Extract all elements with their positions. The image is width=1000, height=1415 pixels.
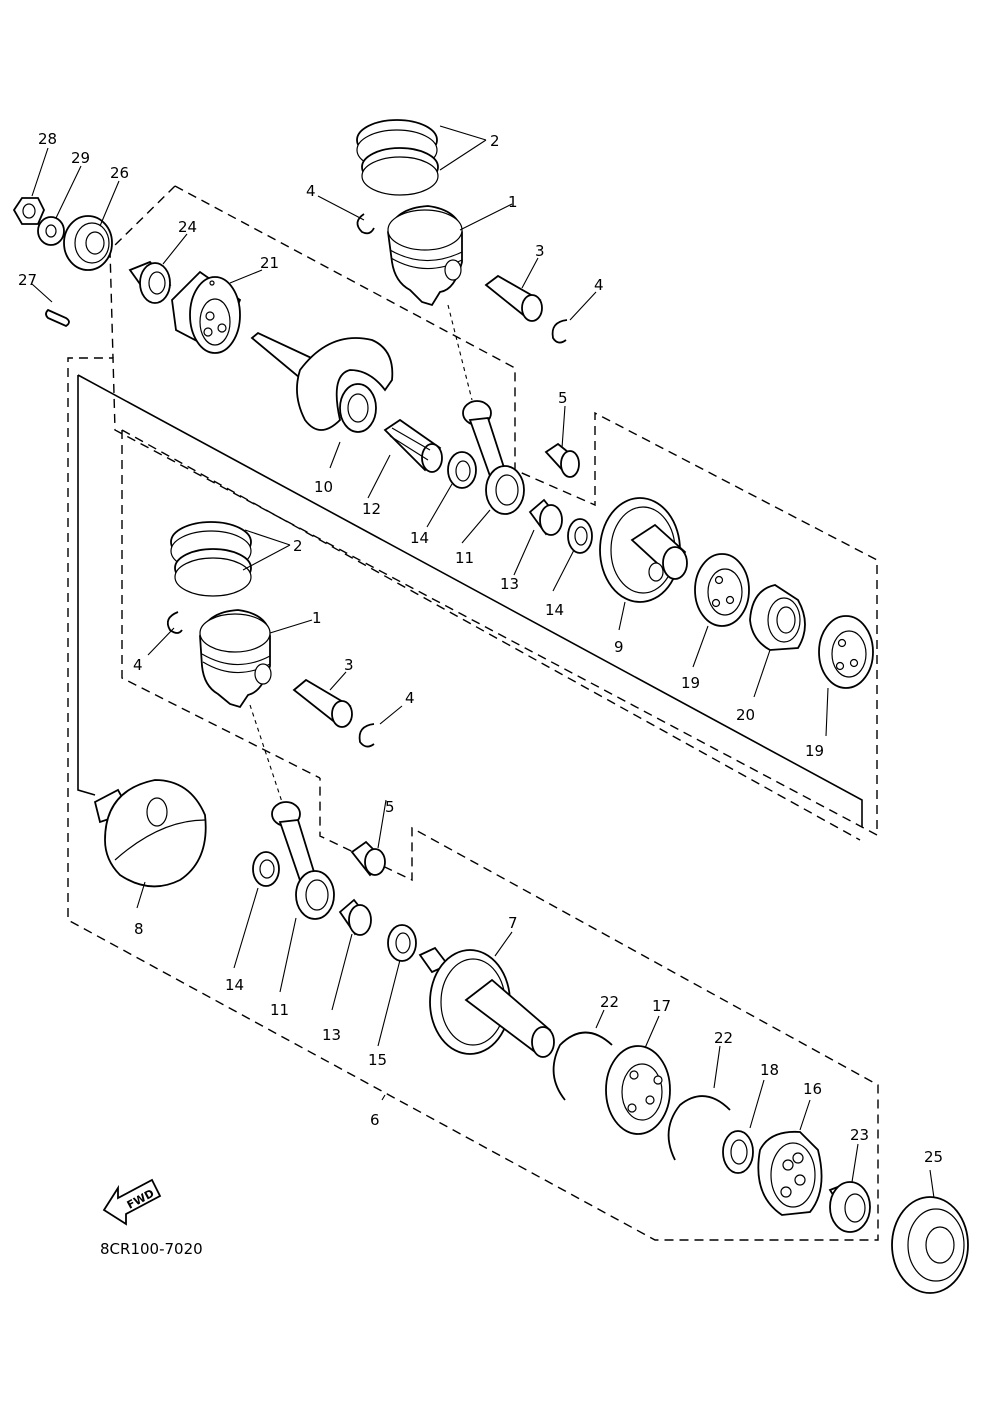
solid-axis-line — [77, 374, 863, 827]
callout-7: 7 — [508, 914, 518, 932]
callout-18: 18 — [760, 1061, 779, 1079]
callout-9: 9 — [614, 638, 624, 656]
callout-8: 8 — [134, 920, 144, 938]
part-7-crank-wheel-main — [418, 946, 555, 1058]
callout-3-upper: 3 — [535, 242, 545, 260]
callout-23: 23 — [850, 1126, 869, 1144]
inner-crank-boundary — [121, 429, 861, 841]
part-4-circlip-c — [166, 611, 183, 634]
callout-6: 6 — [370, 1111, 380, 1129]
part-3-piston-pin-upper — [484, 274, 543, 322]
diagram-code: 8CR100-7020 — [100, 1240, 203, 1258]
callout-28: 28 — [38, 130, 57, 148]
callout-22-b: 22 — [714, 1029, 733, 1047]
callout-14-c: 14 — [225, 976, 244, 994]
part-1-piston-upper — [387, 205, 463, 307]
callout-2-upper: 2 — [490, 132, 500, 150]
leader-lines — [31, 125, 935, 1199]
part-3-piston-pin-lower — [292, 678, 353, 728]
part-5-bearing-upper — [544, 442, 580, 478]
part-14-washer-c — [252, 851, 280, 887]
part-17-bearing — [605, 1045, 671, 1135]
part-8-crank-wheel-lower — [93, 779, 207, 888]
callout-13-b: 13 — [322, 1026, 341, 1044]
callout-3-lower: 3 — [344, 656, 354, 674]
callout-21: 21 — [260, 254, 279, 272]
assembly-boundaries — [67, 185, 879, 1241]
callout-4-a: 4 — [306, 182, 316, 200]
part-4-circlip-d — [358, 723, 375, 748]
part-22-circlip-a — [552, 1031, 613, 1101]
callout-20: 20 — [736, 706, 755, 724]
part-19-bearing-a — [694, 553, 750, 627]
part-13-bearing-b — [338, 898, 372, 936]
callout-4-c: 4 — [133, 656, 143, 674]
callout-4-b: 4 — [594, 276, 604, 294]
callout-1-lower: 1 — [312, 609, 322, 627]
callout-12: 12 — [362, 500, 381, 518]
callout-16: 16 — [803, 1080, 822, 1098]
part-22-circlip-b — [667, 1095, 731, 1161]
part-28-nut — [12, 197, 45, 225]
part-25-oil-seal — [891, 1196, 969, 1294]
part-26-oil-seal — [63, 215, 113, 271]
callout-5-lower: 5 — [385, 798, 395, 816]
part-29-washer — [37, 216, 65, 246]
part-19-bearing-b — [818, 615, 874, 689]
callout-11-upper: 11 — [455, 549, 474, 567]
part-20-spacer — [749, 584, 806, 651]
callout-14-a: 14 — [410, 529, 429, 547]
part-14-washer-a — [447, 451, 477, 489]
callout-19-b: 19 — [805, 742, 824, 760]
callout-24: 24 — [178, 218, 197, 236]
callout-14-b: 14 — [545, 601, 564, 619]
part-9-crank-wheel-right — [599, 497, 688, 603]
part-11-conrod-lower — [249, 704, 335, 920]
part-4-circlip-b — [551, 319, 568, 344]
callout-11-lower: 11 — [270, 1001, 289, 1019]
callout-5-upper: 5 — [558, 389, 568, 407]
part-5-bearing-lower — [350, 840, 386, 877]
part-18-washer — [722, 1130, 754, 1174]
callout-labels: 28 29 26 24 21 27 2 4 1 3 4 5 10 12 14 1… — [18, 130, 943, 1166]
part-11-conrod-upper — [447, 304, 525, 515]
callout-17: 17 — [652, 997, 671, 1015]
part-14-washer-b — [567, 518, 593, 554]
part-27-key — [45, 308, 70, 328]
fwd-arrow: FWD — [102, 1178, 162, 1226]
callout-29: 29 — [71, 149, 90, 167]
callout-1-upper: 1 — [508, 193, 518, 211]
callout-13-a: 13 — [500, 575, 519, 593]
callout-2-lower: 2 — [293, 537, 303, 555]
part-4-circlip-a — [356, 213, 375, 235]
callout-26: 26 — [110, 164, 129, 182]
callout-27: 27 — [18, 271, 37, 289]
part-15-washer — [387, 924, 417, 962]
callout-15: 15 — [368, 1051, 387, 1069]
callout-4-d: 4 — [405, 689, 415, 707]
part-1-piston-lower — [199, 609, 272, 709]
part-2-rings-upper — [356, 119, 439, 196]
callout-25: 25 — [924, 1148, 943, 1166]
part-23-collar — [828, 1181, 871, 1233]
part-16-bearing — [757, 1130, 823, 1216]
part-10-crank-wheel-left — [250, 331, 394, 433]
part-12-crank-pin — [383, 418, 443, 473]
part-21-bearing — [171, 270, 242, 354]
upper-crank-boundary — [67, 185, 879, 1241]
part-24-collar — [128, 260, 172, 304]
callout-22-a: 22 — [600, 993, 619, 1011]
part-13-bearing-a — [528, 498, 563, 536]
part-2-rings-lower — [170, 521, 252, 597]
callout-19-a: 19 — [681, 674, 700, 692]
callout-10: 10 — [314, 478, 333, 496]
